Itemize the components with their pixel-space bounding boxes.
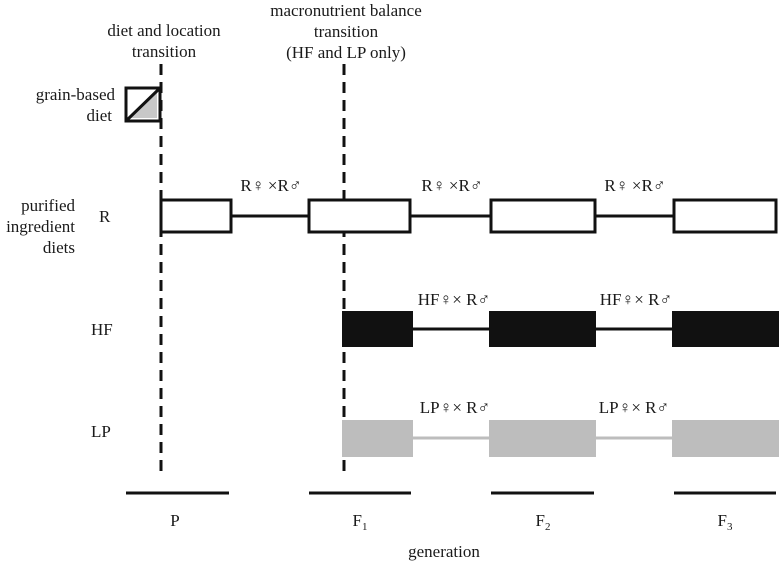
- generation-label-f2: F2: [536, 511, 551, 533]
- r-cross-label: R♀ ×R♂: [421, 176, 482, 195]
- purified-label-line-1: purified: [21, 196, 75, 215]
- macronutrient-transition-annotation: macronutrient balance transition (HF and…: [270, 1, 422, 62]
- r-cross-label: R♀ ×R♂: [604, 176, 665, 195]
- row-label-lp: LP: [91, 422, 111, 441]
- lp-cross-label: LP♀× R♂: [599, 398, 670, 417]
- generation-label-f3: F3: [718, 511, 733, 533]
- r-generation-box: [489, 198, 597, 234]
- purified-label-line-3: diets: [43, 238, 75, 257]
- hf-generation-box: [489, 311, 596, 347]
- axis-label: generation: [408, 542, 480, 561]
- lp-generation-box: [342, 420, 413, 457]
- lp-cross-label: LP♀× R♂: [420, 398, 491, 417]
- diet-transition-line-2: transition: [132, 42, 197, 61]
- hf-generation-box: [342, 311, 413, 347]
- hf-generation-box: [672, 311, 779, 347]
- macro-transition-line-3: (HF and LP only): [286, 43, 406, 62]
- diet-transition-annotation: diet and location transition: [107, 21, 221, 61]
- generation-axis: P F1 F2 F3 generation: [126, 491, 776, 561]
- r-generation-box: [307, 198, 412, 234]
- row-label-r: R: [99, 207, 111, 226]
- hf-diet-row: HF♀× R♂ HF♀× R♂: [342, 290, 779, 347]
- r-generation-box: [672, 198, 778, 234]
- grain-label-line-2: diet: [87, 106, 113, 125]
- grain-label-line-1: grain-based: [36, 85, 116, 104]
- r-diet-row: R♀ ×R♂ R♀ ×R♂ R♀ ×R♂: [159, 176, 778, 234]
- grain-diet-box: [124, 86, 162, 123]
- r-generation-box: [159, 198, 233, 234]
- macro-transition-line-1: macronutrient balance: [270, 1, 422, 20]
- purified-label-line-2: ingredient: [6, 217, 75, 236]
- lp-generation-box: [672, 420, 779, 457]
- diet-transition-line-1: diet and location: [107, 21, 221, 40]
- lp-diet-row: LP♀× R♂ LP♀× R♂: [342, 398, 779, 457]
- generation-label-f1: F1: [353, 511, 368, 533]
- r-cross-label: R♀ ×R♂: [240, 176, 301, 195]
- macro-transition-line-2: transition: [314, 22, 379, 41]
- hf-cross-label: HF♀× R♂: [600, 290, 672, 309]
- row-label-hf: HF: [91, 320, 113, 339]
- lp-generation-box: [489, 420, 596, 457]
- generation-label-p: P: [170, 511, 179, 530]
- hf-cross-label: HF♀× R♂: [418, 290, 490, 309]
